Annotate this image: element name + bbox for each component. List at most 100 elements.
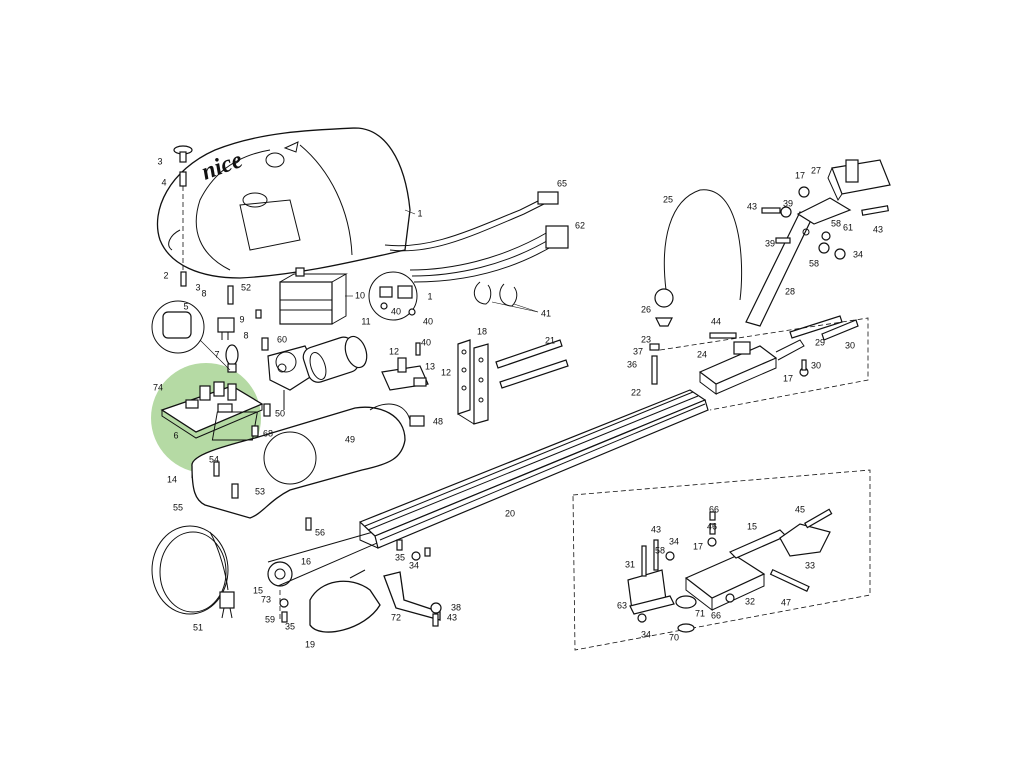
bolt-43-right xyxy=(861,205,890,216)
part-label: 30 xyxy=(811,360,821,370)
part-label: 47 xyxy=(781,597,791,607)
bracket-33 xyxy=(779,508,833,557)
part-label: 39 xyxy=(765,238,775,248)
part-label: 16 xyxy=(301,556,311,566)
part-label: 17 xyxy=(795,170,805,180)
part-label: 1 xyxy=(427,291,432,301)
motor-cover: nice xyxy=(156,127,411,279)
part-label: 40 xyxy=(423,316,433,326)
part-label: 40 xyxy=(421,337,431,347)
part-label: 59 xyxy=(265,614,275,624)
part-label: 39 xyxy=(783,198,793,208)
part-label: 17 xyxy=(693,541,703,551)
bolt-47 xyxy=(769,568,810,592)
mounting-bracket xyxy=(457,339,489,425)
part-label: 35 xyxy=(395,552,405,562)
part-label: 6 xyxy=(173,430,178,440)
part-label: 49 xyxy=(345,434,355,444)
part-label: 56 xyxy=(315,527,325,537)
lamp-holder xyxy=(217,317,235,340)
switch-detail xyxy=(368,271,418,321)
part-label: 9 xyxy=(239,314,244,324)
part-label: 30 xyxy=(845,340,855,350)
part-label: 34 xyxy=(853,249,863,259)
cap-screw xyxy=(173,145,193,287)
part-label: 4 xyxy=(161,177,166,187)
part-label: 38 xyxy=(451,602,461,612)
part-label: 20 xyxy=(505,508,515,518)
part-label: 13 xyxy=(425,361,435,371)
part-label: 18 xyxy=(477,326,487,336)
rail-screws xyxy=(396,539,431,561)
part-label: 22 xyxy=(631,387,641,397)
pin-assembly xyxy=(649,343,660,385)
door-arm xyxy=(745,197,852,327)
carriage-upper xyxy=(698,339,805,395)
part-label: 28 xyxy=(785,286,795,296)
part-label: 63 xyxy=(617,600,627,610)
part-label: 58 xyxy=(831,218,841,228)
part-label: 32 xyxy=(745,596,755,606)
part-label: 71 xyxy=(695,608,705,618)
part-label: 61 xyxy=(843,222,853,232)
part-label: 72 xyxy=(391,612,401,622)
part-label: 8 xyxy=(243,330,248,340)
part-label: 50 xyxy=(275,408,285,418)
part-label: 43 xyxy=(447,612,457,622)
transformer xyxy=(279,267,348,325)
part-label: 27 xyxy=(811,165,821,175)
part-label: 58 xyxy=(809,258,819,268)
cable-clips xyxy=(473,281,539,313)
part-label: 10 xyxy=(355,290,365,300)
part-label: 21 xyxy=(545,335,555,345)
part-label: 37 xyxy=(633,346,643,356)
part-label: 52 xyxy=(241,282,251,292)
part-label: 53 xyxy=(255,486,265,496)
bolt-44 xyxy=(709,332,737,339)
part-label: 19 xyxy=(305,639,315,649)
part-label: 23 xyxy=(641,334,651,344)
part-label: 54 xyxy=(209,454,219,464)
chain-segments xyxy=(495,339,569,389)
part-label: 1 xyxy=(417,208,422,218)
part-label: 33 xyxy=(805,560,815,570)
part-label: 40 xyxy=(391,306,401,316)
wheel xyxy=(675,595,697,633)
part-label: 43 xyxy=(747,201,757,211)
part-label: 31 xyxy=(625,559,635,569)
part-label: 41 xyxy=(541,308,551,318)
part-label: 44 xyxy=(711,316,721,326)
power-cable xyxy=(151,525,235,619)
carriage-plate xyxy=(627,539,675,615)
part-label: 68 xyxy=(263,428,273,438)
part-label: 15 xyxy=(747,521,757,531)
part-label: 25 xyxy=(663,194,673,204)
lower-frame xyxy=(572,469,871,651)
part-label: 73 xyxy=(261,594,271,604)
part-label: 51 xyxy=(193,622,203,632)
screws-group xyxy=(213,285,421,531)
upper-right-frame xyxy=(659,317,869,411)
part-label: 24 xyxy=(697,349,707,359)
release-cord xyxy=(654,189,743,327)
part-label: 34 xyxy=(669,536,679,546)
part-label: 36 xyxy=(627,359,637,369)
part-label: 26 xyxy=(641,304,651,314)
part-label: 74 xyxy=(153,382,163,392)
rail-bracket xyxy=(383,571,442,627)
part-label: 66 xyxy=(709,504,719,514)
part-label: 15 xyxy=(253,585,263,595)
gear-motor xyxy=(267,335,368,410)
light-bulb xyxy=(225,344,239,373)
wiring-harness xyxy=(384,191,569,283)
rail xyxy=(358,389,709,549)
part-label: 17 xyxy=(783,373,793,383)
part-label: 8 xyxy=(201,288,206,298)
part-label: 35 xyxy=(285,621,295,631)
button-detail xyxy=(151,300,231,371)
nut-17-lower xyxy=(799,359,809,377)
part-label: 66 xyxy=(711,610,721,620)
part-label: 48 xyxy=(433,416,443,426)
part-label: 2 xyxy=(163,270,168,280)
